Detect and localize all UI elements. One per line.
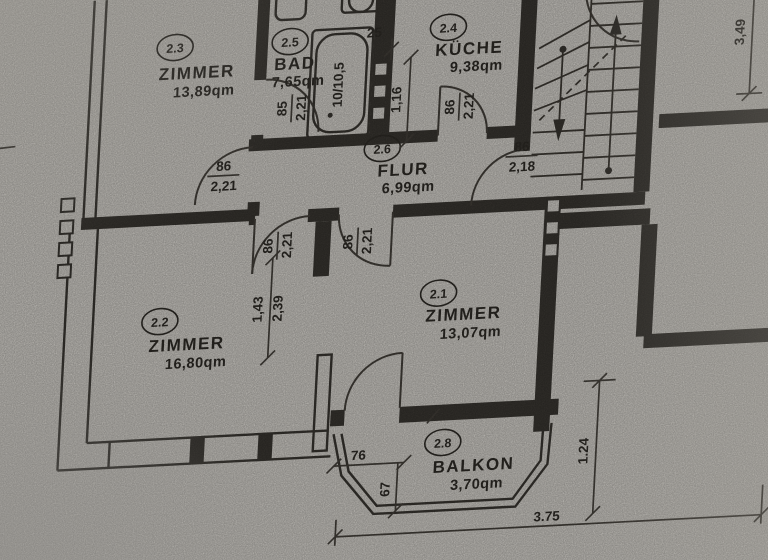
floorplan-svg: 2.3 ZIMMER 13,89qm 2.5 BAD 7,65qm 2.4 KÜ… <box>0 0 768 560</box>
floorplan-photo: 2.3 ZIMMER 13,89qm 2.5 BAD 7,65qm 2.4 KÜ… <box>0 0 768 560</box>
shadow-right <box>0 0 768 560</box>
